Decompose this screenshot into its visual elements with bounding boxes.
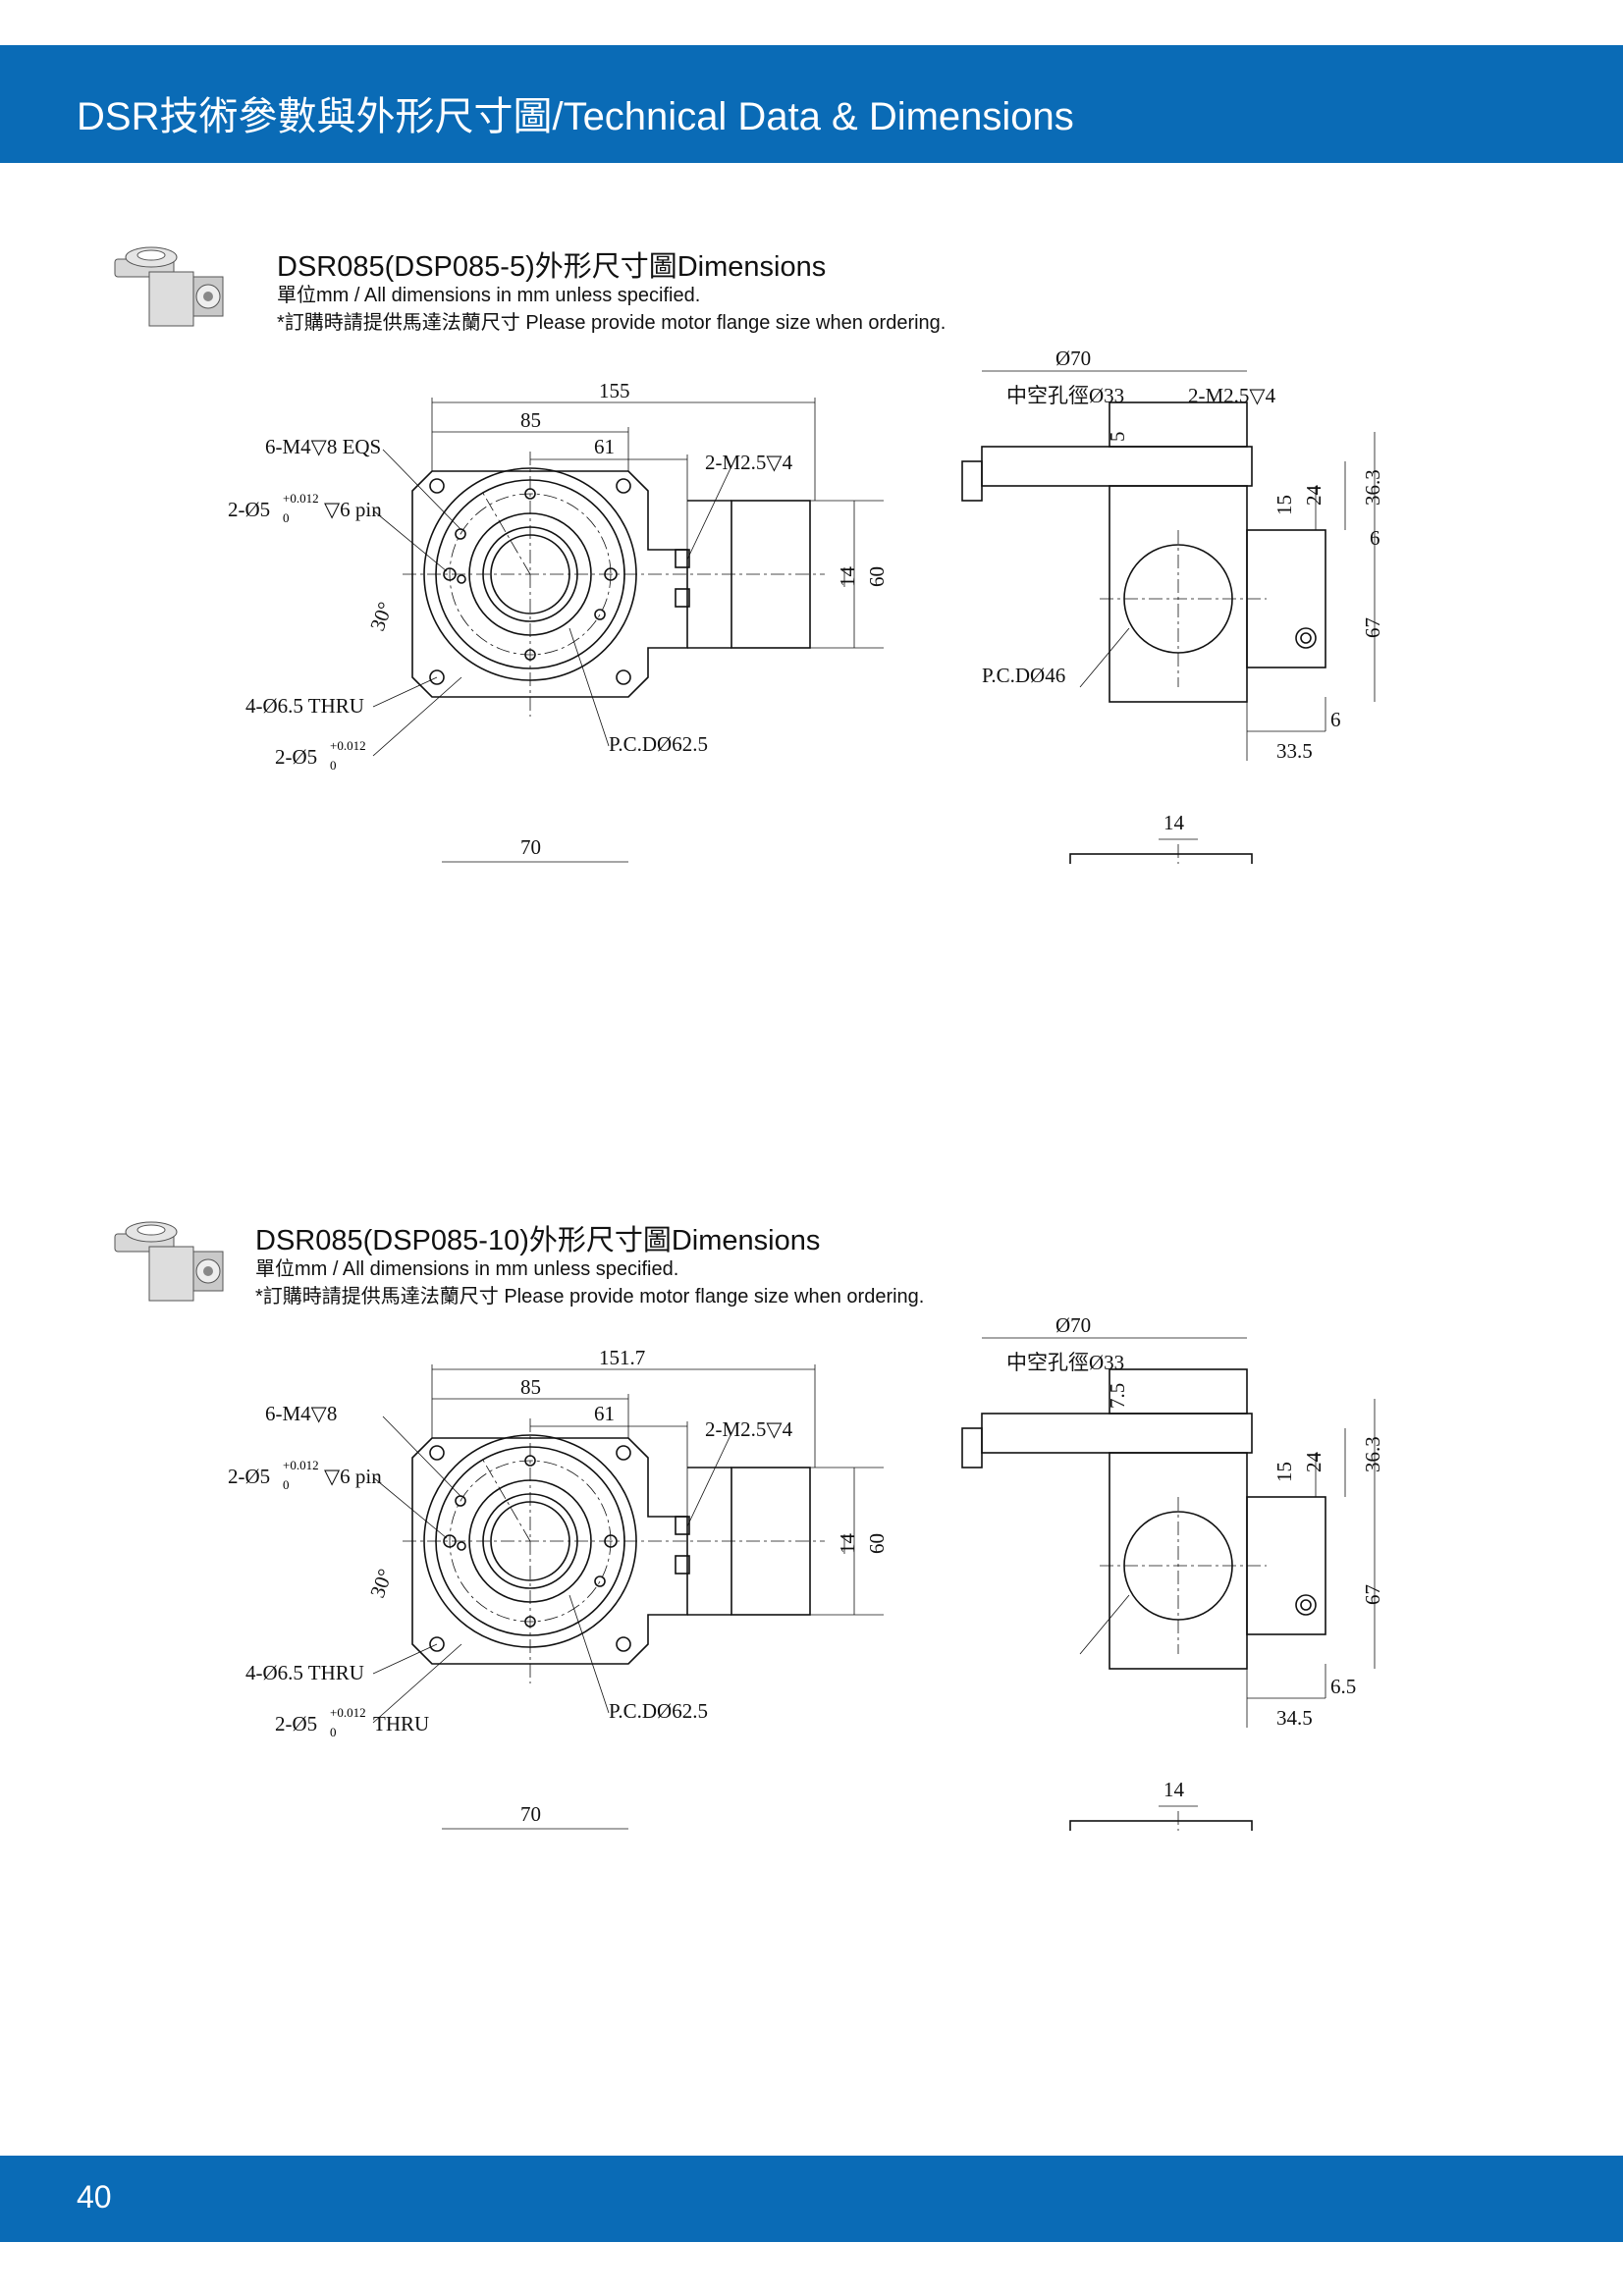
side-dim-363: 36.3 <box>1361 469 1384 506</box>
side-dim-15: 15 <box>1272 495 1296 515</box>
side-dim-5: 5 <box>1106 432 1129 443</box>
dim-14: 14 <box>836 1533 859 1555</box>
dim-61: 61 <box>594 435 615 458</box>
side-bore: 中空孔徑Ø33 <box>1006 1351 1124 1374</box>
label-m25-thread: 2-M2.5▽4 <box>705 1417 793 1441</box>
bottom-view: 70 78 70 58 <box>369 835 815 1130</box>
unit-note: 單位mm / All dimensions in mm unless speci… <box>255 1258 679 1280</box>
label-pin2-tol0: 0 <box>330 758 337 773</box>
dim-85: 85 <box>520 1375 541 1399</box>
drawing-area-dsp085-10: 151.7 85 61 6-M4▽8 2-M2.5▽4 2-Ø5 +0.012 … <box>0 967 1623 2135</box>
side-bore: 中空孔徑Ø33 <box>1006 384 1124 407</box>
bottom-dim-70: 70 <box>520 1802 541 1826</box>
dim-60: 60 <box>865 566 889 587</box>
dim-60: 60 <box>865 1533 889 1554</box>
label-m4-thread: 6-M4▽8 <box>265 1402 337 1425</box>
footer-bar: 40 <box>0 2156 1623 2242</box>
side-dim-70: Ø70 <box>1055 1313 1091 1337</box>
front-dim-14: 14 <box>1163 811 1185 834</box>
front-view: 14 P.C.DØ70 入力軸Ø14 馬達凸圓Ø50 4-M4▽12 □60 <box>952 1778 1383 2135</box>
side-dim-67: 67 <box>1361 617 1384 638</box>
label-pin-tail: ▽6 pin <box>324 498 382 521</box>
dim-overall-length: 155 <box>599 379 630 402</box>
dimension-drawing: 151.7 85 61 6-M4▽8 2-M2.5▽4 2-Ø5 +0.012 … <box>228 1313 1384 2135</box>
section-dsp085-10: DSR085(DSP085-10)外形尺寸圖Dimensions 單位mm / … <box>114 1221 924 1308</box>
side-dim-24: 24 <box>1302 1452 1325 1473</box>
label-pin-tol0: 0 <box>283 1477 290 1492</box>
label-pcd: P.C.DØ62.5 <box>609 1699 708 1723</box>
side-view: Ø70 中空孔徑Ø33 7.5 15 24 36.3 67 6.5 34.5 <box>961 1313 1384 1730</box>
header-bar: DSR技術參數與外形尺寸圖/Technical Data & Dimension… <box>0 45 1623 163</box>
drawing-area-dsp085-5: 155 85 61 6-M4▽8 EQS 2-M2.5▽4 2-Ø5 +0.01… <box>0 0 1623 1168</box>
side-dim-67: 67 <box>1361 1584 1384 1605</box>
label-thru-holes: 4-Ø6.5 THRU <box>245 694 364 718</box>
label-angle: 30° <box>365 599 398 634</box>
label-pin-tol0: 0 <box>283 510 290 525</box>
label-pin-tol: +0.012 <box>283 491 319 506</box>
side-dim-5: 7.5 <box>1106 1383 1129 1409</box>
side-dim-335: 33.5 <box>1276 739 1313 763</box>
dim-61: 61 <box>594 1402 615 1425</box>
label-pin: 2-Ø5 <box>228 1465 270 1488</box>
section-dsp085-5: DSR085(DSP085-5)外形尺寸圖Dimensions 單位mm / A… <box>114 246 947 334</box>
side-dim-363: 36.3 <box>1361 1436 1384 1472</box>
label-pin2: 2-Ø5 <box>275 1712 317 1735</box>
side-dim-335: 34.5 <box>1276 1706 1313 1730</box>
dimension-drawing: 155 85 61 6-M4▽8 EQS 2-M2.5▽4 2-Ø5 +0.01… <box>228 347 1384 1168</box>
top-view: 151.7 85 61 6-M4▽8 2-M2.5▽4 2-Ø5 +0.012 … <box>228 1346 889 1739</box>
section-title: DSR085(DSP085-10)外形尺寸圖Dimensions <box>255 1225 821 1256</box>
bottom-dim-70: 70 <box>520 835 541 859</box>
product-thumbnail <box>114 246 224 327</box>
front-view: 14 P.C.DØ70 入力軸Ø14 馬達凸圓Ø50 4-M4▽12 □ 60 <box>952 811 1383 1168</box>
side-dim-24: 24 <box>1302 485 1325 507</box>
side-dim-6a: 6 <box>1370 526 1380 550</box>
side-dim-70: Ø70 <box>1055 347 1091 370</box>
side-dim-6b: 6 <box>1330 708 1341 731</box>
bottom-dim-412: 41.2 <box>545 1828 581 1831</box>
side-dim-6b: 6.5 <box>1330 1675 1356 1698</box>
label-pin: 2-Ø5 <box>228 498 270 521</box>
label-pin2: 2-Ø5 <box>275 745 317 769</box>
page-number: 40 <box>77 2179 112 2215</box>
front-dim-14: 14 <box>1163 1778 1185 1801</box>
page-title: DSR技術參數與外形尺寸圖/Technical Data & Dimension… <box>77 95 1074 138</box>
side-m25: 2-M2.5▽4 <box>1188 384 1276 407</box>
label-pin-tail: ▽6 pin <box>324 1465 382 1488</box>
dim-85: 85 <box>520 408 541 432</box>
label-m4-thread: 6-M4▽8 EQS <box>265 435 381 458</box>
label-pin-tol: +0.012 <box>283 1458 319 1472</box>
label-pin2-tol: +0.012 <box>330 1705 366 1720</box>
dim-overall-length: 151.7 <box>599 1346 645 1369</box>
order-note: *訂購時請提供馬達法蘭尺寸 Please provide motor flang… <box>277 312 947 334</box>
label-pin2-tol0: 0 <box>330 1725 337 1739</box>
side-pcd: P.C.DØ46 <box>982 664 1065 687</box>
bottom-view: 70 41.2 78 70 58 <box>369 1802 815 2097</box>
product-thumbnail <box>114 1221 224 1302</box>
order-note: *訂購時請提供馬達法蘭尺寸 Please provide motor flang… <box>255 1286 925 1308</box>
side-dim-15: 15 <box>1272 1462 1296 1482</box>
label-m25-thread: 2-M2.5▽4 <box>705 451 793 474</box>
label-thru-holes: 4-Ø6.5 THRU <box>245 1661 364 1684</box>
section-title: DSR085(DSP085-5)外形尺寸圖Dimensions <box>277 251 827 283</box>
dim-14: 14 <box>836 566 859 588</box>
side-view: Ø70 中空孔徑Ø33 2-M2.5▽4 5 15 24 36.3 6 67 P… <box>961 347 1384 763</box>
label-angle: 30° <box>365 1566 398 1601</box>
top-view: 155 85 61 6-M4▽8 EQS 2-M2.5▽4 2-Ø5 +0.01… <box>228 379 889 773</box>
unit-note: 單位mm / All dimensions in mm unless speci… <box>277 285 701 306</box>
label-pin2-tol: +0.012 <box>330 738 366 753</box>
label-pcd: P.C.DØ62.5 <box>609 732 708 756</box>
label-pin2-tail: THRU <box>373 1712 429 1735</box>
